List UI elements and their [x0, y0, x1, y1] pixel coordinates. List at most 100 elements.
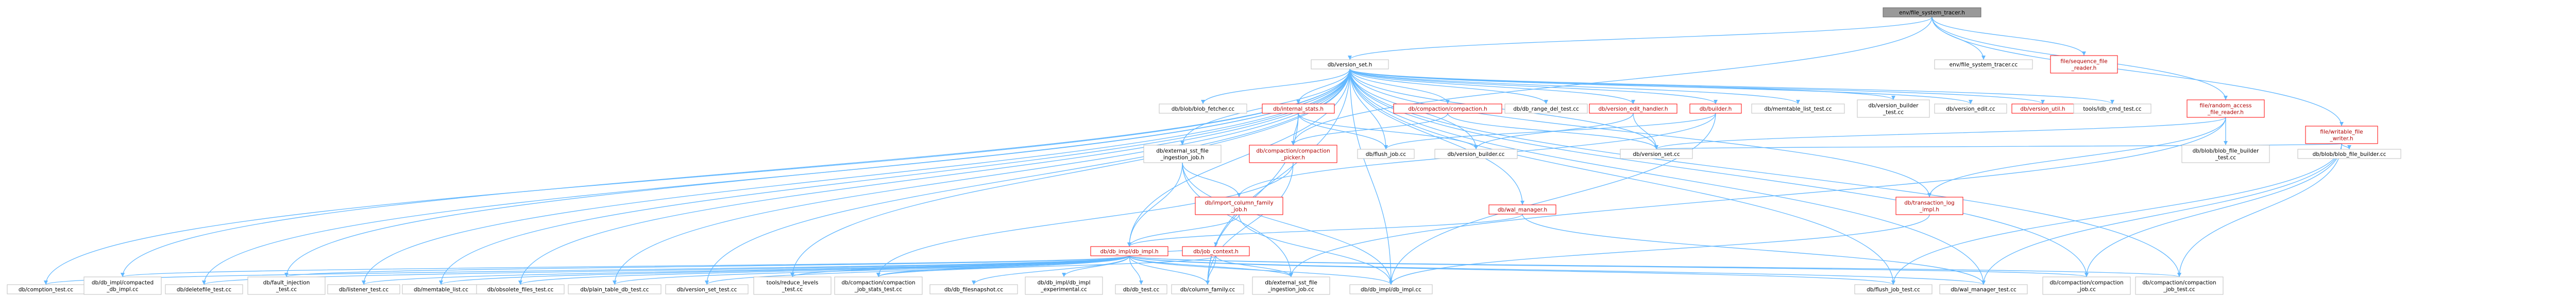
node-label: env/file_system_tracer.h	[1899, 10, 1965, 16]
graph-node-db-version-edit[interactable]: db/version_edit.cc	[1934, 103, 2007, 114]
node-box	[1311, 59, 1389, 69]
graph-node-tools-ldb-cmd[interactable]: tools/ldb_cmd_test.cc	[2073, 103, 2151, 114]
edge-db_impl_h-to-db_compaction_job	[1129, 255, 2087, 277]
graph-node-db-compaction-job-stats[interactable]: db/compaction/compaction_job_stats_test.…	[834, 276, 923, 295]
graph-node-db-blob-fetcher[interactable]: db/blob/blob_fetcher.cc	[1159, 103, 1247, 114]
edge-db_version_set_h-to-db_builder_h	[1349, 68, 1716, 104]
edge-db_internal_stats_h-to-db_version_builder	[1298, 113, 1477, 150]
node-label: db/version_set_test.cc	[677, 287, 737, 293]
node-label: _job.h	[1230, 207, 1247, 213]
node-label: db/version_builder.cc	[1447, 151, 1504, 158]
node-label: db/blob/blob_file_builder.cc	[2313, 151, 2386, 158]
arrowhead-db_version_set_h-to-db_version_edit	[1969, 100, 1973, 104]
node-box	[1934, 59, 2033, 69]
graph-node-env-fs-tracer-h[interactable]: env/file_system_tracer.h	[1883, 7, 1981, 18]
graph-node-tools-reduce-levels[interactable]: tools/reduce_levels_test.cc	[753, 276, 832, 295]
node-box	[2181, 145, 2270, 163]
graph-node-db-column-family[interactable]: db/column_family.cc	[1171, 284, 1244, 294]
node-label: db/compaction/compaction	[2049, 280, 2123, 286]
edge-db_version_set_h-to-db_transaction_log_h	[1349, 68, 1930, 198]
graph-node-db-builder-h[interactable]: db/builder.h	[1689, 103, 1742, 114]
graph-node-db-impl-cc[interactable]: db/db_impl/db_impl.cc	[1349, 284, 1433, 294]
edge-db_version_set_h-to-db_impl_compacted	[122, 68, 1350, 277]
edge-db_compaction_h-to-db_compaction_picker_h	[1293, 113, 1448, 146]
edge-file_random_access_h-to-db_version_set_cc	[1656, 117, 2226, 150]
node-label: _experimental.cc	[1040, 287, 1087, 293]
node-box	[327, 284, 400, 294]
graph-node-db-memtable-list[interactable]: db/memtable_list_test.cc	[1751, 103, 1845, 114]
edge-db_version_set_h-to-db_flush_job	[1349, 68, 1386, 150]
graph-node-db-compaction-test[interactable]: db/comption_test.cc	[7, 284, 85, 294]
graph-node-db-listener-test[interactable]: db/listener_test.cc	[327, 284, 400, 294]
arrowhead-db_impl_h-to-db_db_test	[1139, 281, 1143, 285]
node-label: _test.cc	[1883, 110, 1904, 116]
node-box	[1115, 284, 1167, 294]
graph-node-db-compaction-job[interactable]: db/compaction/compaction_job.cc	[2042, 276, 2131, 295]
arrowhead-db_impl_h-to-db_memtable_list_cc	[439, 281, 443, 285]
graph-node-env-fs-tracer-cc[interactable]: env/file_system_tracer.cc	[1934, 59, 2033, 69]
edge-db_impl_h-to-db_flush_job_test	[1129, 255, 1894, 285]
graph-node-db-deletefile-test[interactable]: db/deletefile_test.cc	[165, 284, 243, 294]
graph-node-db-version-set-cc[interactable]: db/version_set.cc	[1620, 149, 1693, 159]
graph-node-db-blob-file-builder-test[interactable]: db/blob/blob_file_builder_test.cc	[2181, 145, 2270, 163]
graph-node-db-wal-manager-test[interactable]: db/wal_manager_test.cc	[1939, 284, 2028, 294]
arrowhead-env_fs_tracer_h-to-file_writable_writer_h	[2340, 122, 2344, 126]
node-label: db/fault_injection	[263, 280, 310, 286]
graph-node-db-db-test[interactable]: db/db_test.cc	[1115, 284, 1167, 294]
node-box	[476, 284, 565, 294]
graph-node-db-version-set-test[interactable]: db/version_set_test.cc	[665, 284, 749, 294]
graph-node-db-wal-manager-h[interactable]: db/wal_manager.h	[1488, 204, 1556, 215]
graph-node-db-flush-job-test[interactable]: db/flush_job_test.cc	[1854, 284, 1933, 294]
node-label: db/memtable_list.cc	[414, 287, 468, 293]
edge-db_internal_stats_h-to-db_flush_job	[1298, 113, 1386, 150]
node-label: _writer.h	[2330, 136, 2353, 142]
graph-node-db-external-sst-cc[interactable]: db/external_sst_file_ingestion_job.cc	[1252, 276, 1330, 295]
graph-node-db-internal-stats-h[interactable]: db/internal_stats.h	[1262, 103, 1335, 114]
graph-node-db-compaction-h[interactable]: db/compaction/compaction.h	[1393, 103, 1502, 114]
graph-node-db-fault-injection[interactable]: db/fault_injection_test.cc	[247, 276, 326, 295]
graph-node-db-import-column-family-h[interactable]: db/import_column_family_job.h	[1195, 197, 1283, 215]
graph-node-db-flush-job[interactable]: db/flush_job.cc	[1357, 149, 1415, 159]
graph-node-db-blob-file-builder[interactable]: db/blob/blob_file_builder.cc	[2297, 149, 2401, 159]
node-label: db/flush_job_test.cc	[1867, 287, 1920, 293]
node-label: tools/reduce_levels	[767, 280, 819, 286]
graph-node-db-job-context-h[interactable]: db/job_context.h	[1182, 246, 1250, 256]
graph-node-db-range-del[interactable]: db/db_range_del_test.cc	[1504, 103, 1588, 114]
arrowhead-db_impl_h-to-db_impl_cc	[1389, 281, 1393, 285]
edge-db_builder_h-to-db_flush_job	[1385, 113, 1716, 150]
node-label: db/comption_test.cc	[19, 287, 74, 293]
graph-node-db-version-builder[interactable]: db/version_builder.cc	[1434, 149, 1518, 159]
graph-node-db-version-edit-handler-h[interactable]: db/version_edit_handler.h	[1589, 103, 1677, 114]
edge-file_random_access_h-to-db_external_sst_cc	[1291, 117, 2226, 277]
graph-node-db-version-set-h[interactable]: db/version_set.h	[1311, 59, 1389, 69]
graph-node-db-db-filesnapshot[interactable]: db/db_filesnapshot.cc	[929, 284, 1018, 294]
graph-node-file-writable-writer-h[interactable]: file/writable_file_writer.h	[2305, 126, 2378, 144]
graph-node-db-obsolete-files[interactable]: db/obsolete_files_test.cc	[476, 284, 565, 294]
edge-file_writable_writer_h-to-db_compaction_job_test	[2179, 143, 2342, 277]
node-label: db/compaction/compaction.h	[1408, 106, 1487, 112]
graph-node-db-compaction-picker-h[interactable]: db/compaction/compaction_picker.h	[1249, 145, 1337, 163]
graph-node-db-transaction-log-h[interactable]: db/transaction_log_impl.h	[1895, 197, 1963, 215]
graph-node-file-random-access-h[interactable]: file/random_access_file_reader.h	[2187, 99, 2265, 118]
edge-db_version_set_h-to-db_compaction_h	[1349, 68, 1448, 104]
edge-db_impl_h-to-db_compaction_job_stats	[878, 255, 1130, 277]
graph-node-db-version-builder-test[interactable]: db/version_builder_test.cc	[1857, 99, 1930, 118]
graph-node-db-plain-table-db[interactable]: db/plain_table_db_test.cc	[568, 284, 662, 294]
graph-node-db-memtable-list-cc[interactable]: db/memtable_list.cc	[402, 284, 480, 294]
edge-db_builder_h-to-db_impl_cc	[1391, 113, 1716, 285]
graph-node-db-external-sst-h[interactable]: db/external_sst_file_ingestion_job.h	[1143, 145, 1222, 163]
arrowhead-db_impl_h-to-db_flush_job_test	[1891, 281, 1895, 285]
edge-db_version_set_h-to-tools_ldb_cmd	[1349, 68, 2113, 104]
node-box	[1262, 103, 1335, 114]
graph-node-db-impl-h[interactable]: db/db_impl/db_impl.h	[1090, 246, 1168, 256]
graph-node-file-seq-reader-h[interactable]: file/sequence_file_reader.h	[2050, 55, 2118, 74]
node-label: db/column_family.cc	[1180, 287, 1235, 293]
arrowhead-file_writable_writer_h-to-db_blob_file_builder	[2347, 145, 2351, 149]
edge-db_job_context_h-to-db_compaction_job_stats	[878, 255, 1216, 277]
graph-node-db-impl-compacted[interactable]: db/db_impl/compacted_db_impl.cc	[83, 276, 162, 295]
graph-node-db-impl-experimental[interactable]: db/db_impl/db_impl_experimental.cc	[1025, 276, 1103, 295]
graph-node-db-compaction-job-test[interactable]: db/compaction/compaction_job_test.cc	[2135, 276, 2224, 295]
node-box	[2305, 126, 2378, 144]
graph-node-db-version-util-h[interactable]: db/version_util.h	[2011, 103, 2074, 114]
node-box	[1159, 103, 1247, 114]
